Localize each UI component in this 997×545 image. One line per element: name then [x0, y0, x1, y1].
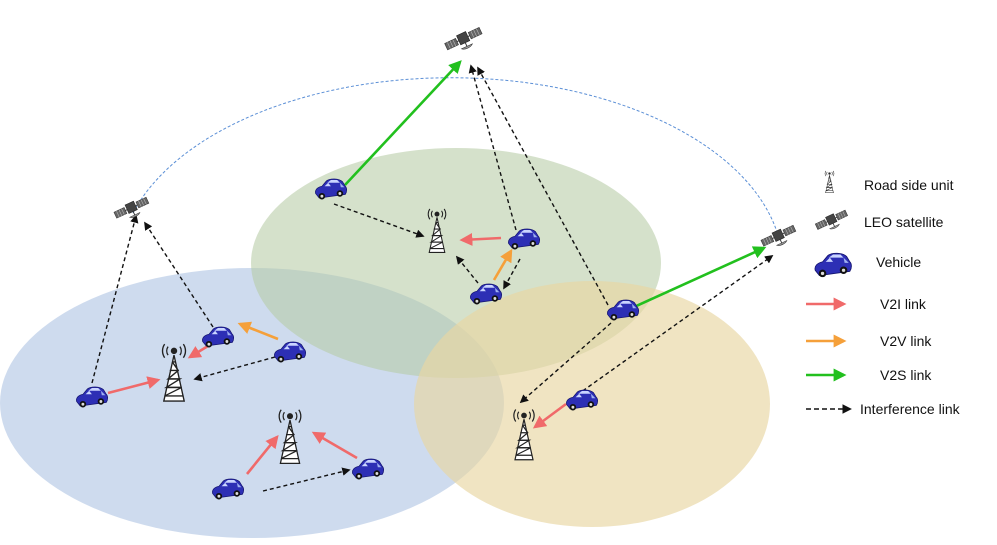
legend-item-v2s: V2S link	[806, 367, 932, 383]
interference-link	[468, 64, 517, 231]
legend-label-v2v: V2V link	[880, 333, 932, 349]
link-layer	[91, 60, 774, 492]
interference-link	[519, 322, 612, 404]
legend-item-interference: Interference link	[806, 401, 961, 417]
legend-item-vehicle: Vehicle	[814, 252, 921, 278]
satellite-icon	[443, 25, 485, 55]
legend: Road side unit LEO satellite Vehicle V2I…	[806, 170, 961, 417]
car-icon	[814, 252, 852, 278]
legend-label-vehicle: Vehicle	[876, 254, 921, 270]
interference-link	[576, 255, 774, 396]
satellite-icon	[814, 208, 850, 234]
interference-link	[455, 255, 479, 284]
v2i-link	[187, 344, 209, 359]
v2s-link	[633, 246, 767, 309]
v2i-link	[532, 402, 567, 429]
legend-item-rsu: Road side unit	[824, 170, 954, 194]
legend-label-v2s: V2S link	[880, 367, 932, 383]
legend-item-v2i: V2I link	[806, 296, 927, 312]
v2i-link	[311, 431, 358, 460]
legend-item-v2v: V2V link	[806, 333, 932, 349]
v2v-link	[237, 321, 279, 341]
legend-label-interference: Interference link	[860, 401, 961, 417]
satellite-icon	[112, 195, 152, 223]
v2i-link	[245, 434, 279, 475]
legend-label-satellite: LEO satellite	[864, 214, 944, 230]
interference-link	[91, 214, 139, 384]
v2i-link	[107, 376, 161, 395]
radio-tower-icon	[824, 170, 835, 194]
satellite-icon	[759, 223, 799, 251]
v2v-link	[492, 248, 513, 281]
satellite-orbit	[132, 77, 778, 233]
interference-link	[262, 467, 351, 492]
interference-link	[503, 258, 521, 290]
v2s-link	[344, 60, 462, 186]
legend-label-v2i: V2I link	[880, 296, 927, 312]
v2i-link	[459, 232, 502, 246]
legend-item-satellite: LEO satellite	[814, 208, 944, 234]
legend-label-rsu: Road side unit	[864, 177, 954, 193]
interference-link	[333, 203, 425, 238]
interference-link	[477, 66, 609, 306]
